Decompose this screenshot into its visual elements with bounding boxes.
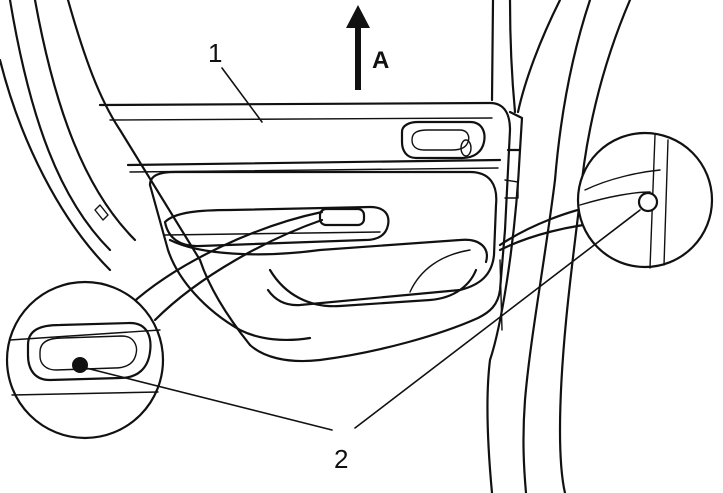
door-handle-recess: [400, 120, 486, 160]
left-screw-icon: [72, 357, 88, 373]
handle-screw-cover: [318, 207, 366, 227]
door-panel: [98, 101, 519, 363]
callout-1: 1: [208, 38, 263, 123]
left-detail-leader: [128, 210, 324, 307]
left-detail-circle: [5, 280, 165, 440]
right-screw-icon: [637, 191, 659, 213]
direction-arrow: A: [346, 5, 389, 90]
callout-2: 2: [81, 209, 641, 474]
callout-2-label: 2: [334, 444, 348, 474]
arrow-label: A: [372, 47, 389, 74]
callout-1-label: 1: [208, 38, 222, 68]
right-detail-circle: [576, 131, 714, 269]
left-door-frame: [0, 0, 252, 347]
